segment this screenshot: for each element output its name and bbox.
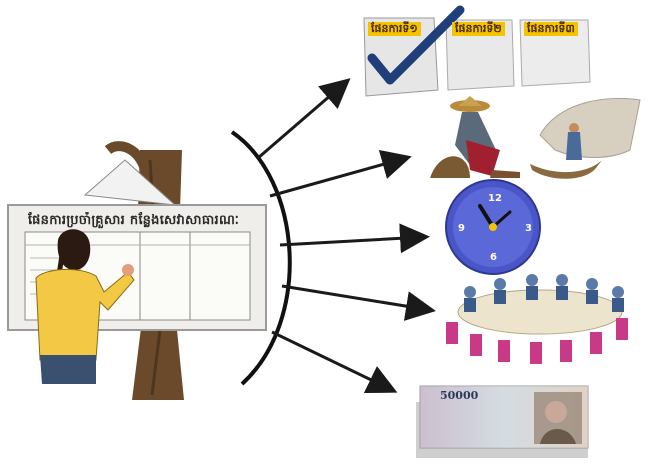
farmer-icon <box>430 96 520 178</box>
arrow-to-meeting <box>281 284 436 321</box>
checkmark-icon <box>367 5 465 85</box>
clock-number-9: 9 <box>458 223 465 234</box>
arrow-to-money <box>271 330 398 394</box>
clock-number-3: 3 <box>525 223 532 234</box>
meeting-icon <box>446 274 628 364</box>
fisherman-icon <box>530 97 641 179</box>
board-title: ផែនការប្រចាំគ្រួសារ កន្លែងសេវាសាធារណៈ <box>28 213 240 228</box>
girl-figure <box>35 229 135 384</box>
hanging-paper <box>83 159 177 206</box>
card-label-3: ផែនការទី៣ <box>524 22 578 36</box>
card-label-2: ផែនការទី២ <box>452 22 505 36</box>
bracket <box>230 130 292 386</box>
arrow-to-plans <box>257 78 351 160</box>
clock-number-6: 6 <box>490 252 497 263</box>
clock-icon: 12 3 6 9 <box>445 179 541 275</box>
plan-cards <box>363 5 591 97</box>
banknote-amount: 50000 <box>440 389 479 402</box>
arrow-to-time <box>279 223 430 254</box>
arrow-to-work <box>269 150 412 198</box>
clock-number-12: 12 <box>488 193 502 204</box>
card-label-1: ផែនការទី១ <box>368 22 421 36</box>
banknote-icon <box>416 385 589 458</box>
